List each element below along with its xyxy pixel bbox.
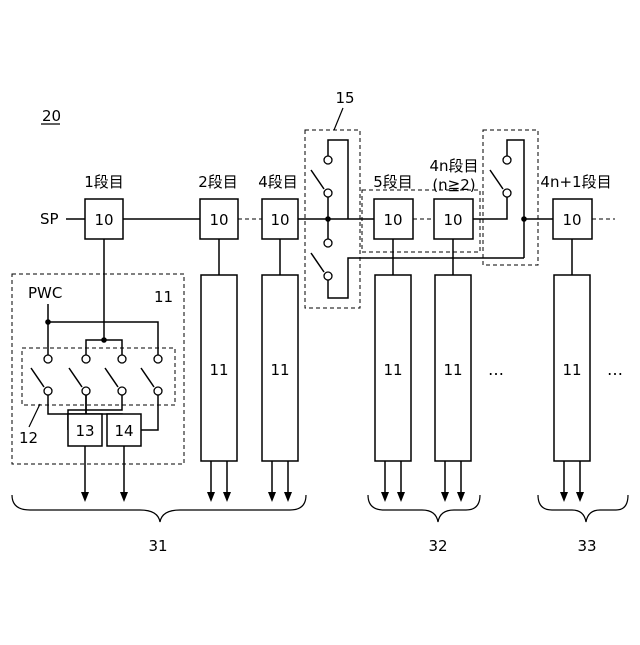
- brace-33: [538, 495, 628, 522]
- brace-31: [12, 495, 306, 522]
- stage-label-4n-plus-1: 4n+1段目: [540, 173, 611, 191]
- block-11-stage-4n-label: 11: [443, 361, 462, 379]
- group-label-32: 32: [428, 537, 447, 555]
- block-11-stage-4-label: 11: [270, 361, 289, 379]
- pwc-label: PWC: [28, 284, 62, 302]
- switch-group-15-label: 15: [335, 89, 354, 107]
- stage-box-5: 10: [374, 199, 413, 239]
- stage-box-4n: 10: [434, 199, 473, 239]
- stage-box-4: 10: [262, 199, 298, 239]
- block-11-stage-4: 11: [262, 275, 298, 461]
- sp-input-label: SP: [40, 210, 59, 228]
- ellipsis-right: …: [607, 360, 623, 379]
- figure-ref-label: 20: [42, 107, 61, 125]
- stage-label-5: 5段目: [373, 173, 413, 191]
- stage-label-1: 1段目: [84, 173, 124, 191]
- expanded-block-11-label: 11: [154, 288, 173, 306]
- stage-box-5-label: 10: [383, 211, 402, 229]
- switch-group-15: 15: [305, 89, 524, 308]
- expanded-block-11: 11 PWC 12 13 14: [12, 274, 184, 464]
- stage-box-4-label: 10: [270, 211, 289, 229]
- switch-group-right: [483, 130, 538, 265]
- stage-box-2-label: 10: [209, 211, 228, 229]
- block-11-stage-2: 11: [201, 275, 237, 461]
- block-11-stage-4n: 11: [435, 275, 471, 461]
- unit-14-label: 14: [114, 422, 133, 440]
- block-11-stage-2-label: 11: [209, 361, 228, 379]
- stage-box-4n-plus-1: 10: [553, 199, 592, 239]
- group-label-33: 33: [577, 537, 596, 555]
- stage-box-4n-plus-1-label: 10: [562, 211, 581, 229]
- unit-13-label: 13: [75, 422, 94, 440]
- ellipsis-middle: …: [488, 360, 504, 379]
- output-arrows: [81, 446, 584, 502]
- stage-label-condition: (n≧2): [432, 176, 475, 194]
- stage-label-4: 4段目: [258, 173, 298, 191]
- block-11-stage-5: 11: [375, 275, 411, 461]
- block-11-stage-4n-plus-1-label: 11: [562, 361, 581, 379]
- block-11-stage-4n-plus-1: 11: [554, 275, 590, 461]
- stage-box-4n-label: 10: [443, 211, 462, 229]
- group-label-31: 31: [148, 537, 167, 555]
- stage-label-2: 2段目: [198, 173, 238, 191]
- switch-group-12-label: 12: [19, 429, 38, 447]
- stage-box-2: 10: [200, 199, 238, 239]
- stage-box-1-label: 10: [94, 211, 113, 229]
- block-11-stage-5-label: 11: [383, 361, 402, 379]
- stage-box-1: 10: [85, 199, 123, 239]
- stage-label-4n: 4n段目: [429, 157, 478, 175]
